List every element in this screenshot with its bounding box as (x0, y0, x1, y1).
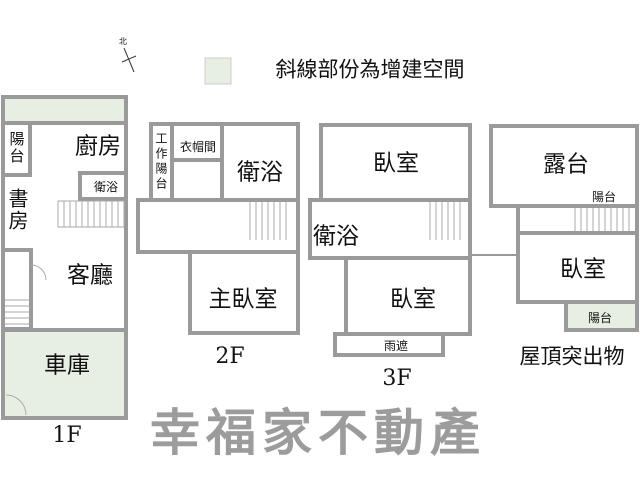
f1-study-label: 書房 (5, 188, 29, 232)
f3-canopy-wall (333, 332, 445, 357)
f3-stairs (429, 202, 461, 240)
roof-balcony-fill (564, 300, 639, 332)
f3-bedroom-top-label: 臥室 (373, 150, 419, 177)
f2-closet-label: 衣帽間 (179, 140, 217, 154)
f2-master-label: 主臥室 (208, 286, 278, 313)
f2-floor-label: 2F (215, 344, 245, 369)
f1-balcony-label: 陽台 (7, 131, 26, 165)
f2-master-wall (188, 250, 300, 335)
roof-balcony-bottom-label: 陽台 (587, 311, 613, 325)
f1-balcony-wall (1, 121, 32, 177)
f1-top-addition (3, 97, 126, 122)
compass-label: 北 (119, 37, 127, 46)
roof-stair-wall (516, 204, 639, 235)
watermark: 幸福家不動產 (150, 404, 486, 462)
f2-stairs (249, 202, 287, 240)
roof-stairs (574, 208, 630, 231)
f3-bedroom-bottom-label: 臥室 (390, 286, 436, 313)
f1-garage-addition (3, 330, 126, 418)
f1-bath-label: 衛浴 (93, 180, 119, 194)
f2-bath-label: 衛浴 (237, 159, 283, 186)
f1-garage-door-swing (5, 394, 27, 416)
roof-bedroom-label: 臥室 (560, 256, 606, 283)
f2-work-balcony-label: 工作陽台 (154, 132, 168, 192)
f1-stair-wall (1, 248, 33, 331)
f1-kitchen-label: 廚房 (75, 133, 121, 160)
legend-text: 斜線部份為增建空間 (275, 57, 465, 82)
f1-garage-label: 車庫 (44, 352, 90, 379)
roof-floor-label: 屋頂突出物 (519, 344, 625, 369)
f1-bath-wall (78, 171, 128, 201)
f1-stairs (5, 200, 125, 325)
f3-canopy-label: 雨遮 (383, 339, 409, 353)
roof-balcony-top-label: 陽台 (591, 190, 617, 204)
legend-swatch (204, 57, 232, 85)
roof-terrace-label: 露台 (543, 151, 589, 178)
f3-floor-label: 3F (382, 366, 412, 391)
f1-living-label: 客廳 (67, 262, 113, 289)
compass-arrow-icon (121, 47, 137, 73)
f1-door-swing (30, 264, 47, 281)
f3-bath-label: 衛浴 (313, 223, 359, 250)
f1-floor-label: 1F (52, 423, 82, 448)
